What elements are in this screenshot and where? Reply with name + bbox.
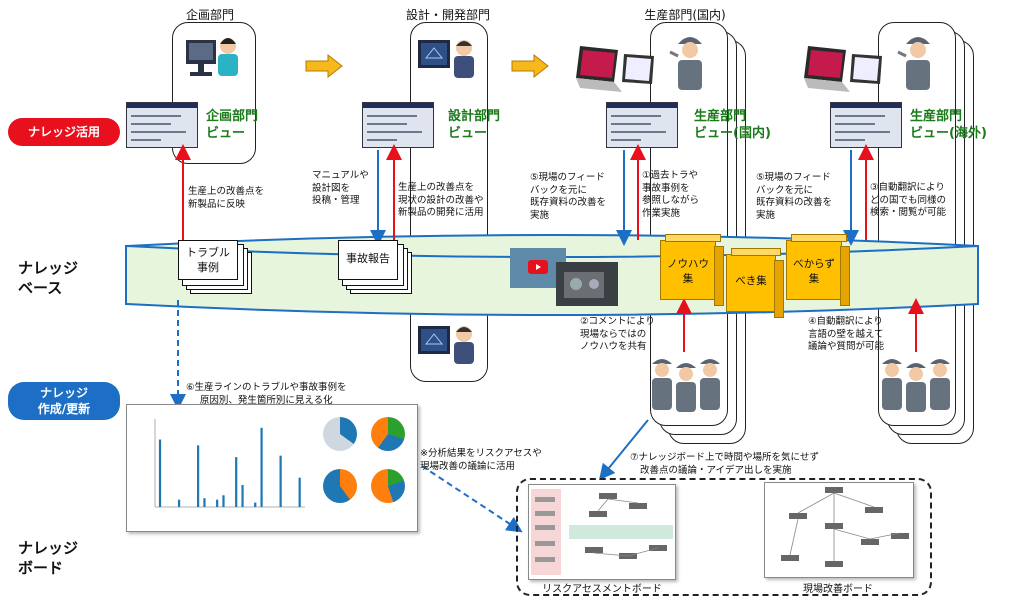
play-icon [528,260,548,274]
accident-report-stack[interactable]: 事故報告 [338,240,418,300]
design-panel [410,22,488,382]
overseas-view-screenshot [830,102,902,148]
design-dept-title: 設計・開発部門 [405,8,490,22]
auto-translate-note-3: ③自動翻訳により どの国でも同様の 検索・閲覧が可能 [870,182,947,218]
flow-arrow-right-icon [305,54,343,78]
knowledge-utilize-label: ナレッジ活用 [27,125,100,139]
chart-bar [216,499,219,507]
chart-bar [203,498,206,507]
knowledge-board-label: ナレッジ ボード [18,539,79,577]
field-board-label: 現場改善ボード [803,584,873,595]
pie-chart [323,469,357,503]
knowhow-book[interactable]: ノウハウ 集 [660,234,724,306]
chart-bar [279,455,282,507]
domestic-view-label: 生産部門 ビュー(国内) [694,109,771,141]
bekarazu-book[interactable]: べからず 集 [786,234,850,306]
chart-bar [260,427,263,507]
planning-view-screenshot [126,102,198,148]
chart-bar [222,495,225,507]
domestic-worker-group-icon [652,359,720,412]
chart-bar [241,485,244,507]
overseas-view-label: 生産部門 ビュー(海外) [910,109,987,141]
chart-bar [254,502,257,507]
field-feedback-note-1: ⑤現場のフィード バックを元に 既存資料の改善を 実施 [530,172,607,221]
comment-note-2: ②コメントにより 現場ならではの ノウハウを共有 [580,316,655,352]
trouble-case-stack[interactable]: トラブル 事例 [178,240,258,300]
overseas-worker-group-icon [882,359,950,412]
chart-bar [158,439,162,507]
past-trouble-note: ①過去トラや 事故事例を 参照しながら 作業実施 [642,170,700,219]
overseas-laptop-icon [804,46,882,92]
planning-person-pc-icon [186,38,238,76]
design-person-cad-icon-lower [418,326,474,364]
beki-book[interactable]: べき集 [726,248,784,318]
chart-bar [298,477,301,507]
analysis-dashboard[interactable] [126,404,418,532]
knowledge-create-pill: ナレッジ 作成/更新 [8,382,120,420]
overseas-worker-icon [897,37,930,90]
risk-assessment-board[interactable] [528,484,676,580]
flow-arrow-right-icon [511,54,549,78]
analysis-note-6: ⑥生産ラインのトラブルや事故事例を 原因別、発生箇所別に見える化 [186,382,347,406]
field-improvement-board[interactable] [764,482,914,578]
pie-chart [371,417,405,451]
chart-bar [196,445,200,507]
field-board-diagram [781,487,909,567]
trouble-case-doc: トラブル 事例 [178,240,238,280]
accident-report-doc: 事故報告 [338,240,398,280]
risk-board-diagram [531,489,673,575]
design-view-screenshot [362,102,434,148]
chart-bar [177,499,181,507]
video-thumbnail-2[interactable] [556,262,618,306]
knowledge-utilize-pill: ナレッジ活用 [8,118,120,146]
knowledge-base-label: ナレッジ ベース [18,259,79,297]
trouble-bar-chart [154,419,305,508]
machine-photo-icon [564,272,604,298]
pie-chart [323,417,357,451]
risk-note: ※分析結果をリスクアセスや 現場改善の議論に活用 [420,448,542,472]
chart-bar [235,457,238,507]
domestic-worker-icon [669,37,702,90]
board-note-7: ⑦ナレッジボード上で時間や場所を気にせず 改善点の議論・アイデア出しを実施 [630,452,820,476]
knowledge-board-area [516,478,932,596]
field-feedback-note-2: ⑤現場のフィード バックを元に 既存資料の改善を 実施 [756,172,833,221]
manual-note: マニュアルや 設計図を 投稿・管理 [312,170,369,206]
pie-chart [371,469,405,503]
planning-dept-title: 企画部門 [185,8,234,22]
auto-translate-note-4: ④自動翻訳により 言語の壁を越えて 議論や質問が可能 [808,316,885,352]
planning-view-label: 企画部門 ビュー [206,109,259,141]
design-view-label: 設計部門 ビュー [448,109,501,141]
risk-board-label: リスクアセスメントボード [542,584,662,595]
domestic-dept-title: 生産部門(国内) [644,8,726,22]
planning-feedback-note: 生産上の改善点を 新製品に反映 [188,186,265,210]
domestic-laptop-icon [576,46,654,92]
design-person-cad-icon [418,40,474,78]
design-feedback-note: 生産上の改善点を 現状の設計の改善や 新製品の開発に活用 [398,182,484,218]
